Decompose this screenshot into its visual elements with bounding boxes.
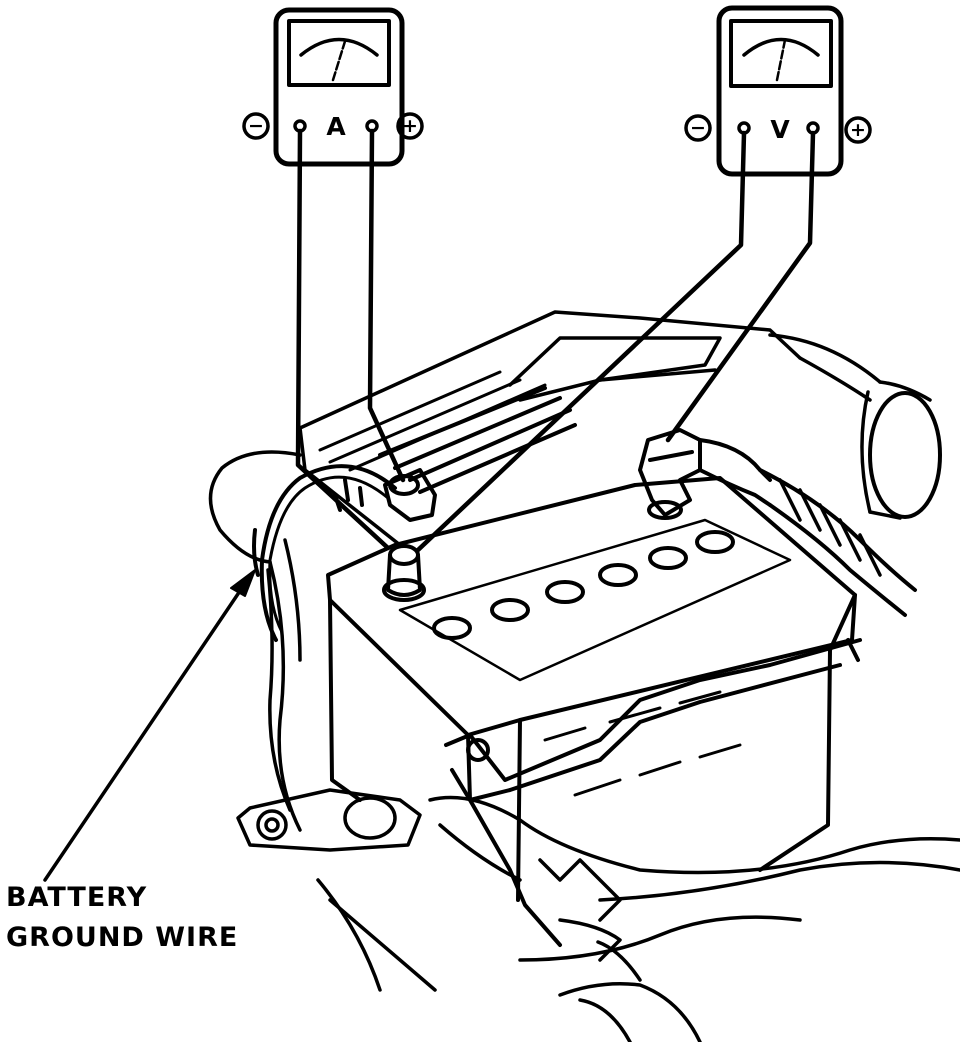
callout-line-1: BATTERY bbox=[6, 882, 148, 913]
voltmeter-plus-symbol bbox=[844, 116, 872, 144]
ammeter-minus-symbol bbox=[242, 112, 270, 140]
cell-cap bbox=[695, 530, 735, 554]
hold-down-bar bbox=[444, 638, 862, 782]
cell-cap bbox=[598, 563, 638, 587]
tray-stud bbox=[343, 796, 397, 840]
ammeter-label: A bbox=[326, 112, 346, 141]
ammeter-test-leads bbox=[295, 128, 406, 551]
arrowhead-icon bbox=[230, 569, 256, 597]
voltmeter-label: V bbox=[770, 115, 790, 144]
ammeter-needle bbox=[331, 36, 348, 82]
battery-top bbox=[326, 476, 857, 737]
voltmeter-minus-symbol bbox=[684, 114, 712, 142]
battery bbox=[326, 428, 917, 947]
engine-bay bbox=[208, 310, 960, 1042]
voltmeter-scale-arc bbox=[742, 37, 820, 57]
voltmeter-needle bbox=[775, 38, 787, 82]
voltmeter-minus-label: − bbox=[690, 117, 706, 139]
voltmeter-dial bbox=[729, 19, 833, 88]
ammeter-minus-label: − bbox=[248, 115, 264, 137]
battery-ground-wire-callout: BATTERY GROUND WIRE bbox=[6, 878, 238, 958]
tray-bolt bbox=[256, 809, 288, 841]
voltmeter-body bbox=[716, 5, 844, 177]
ammeter-negative-lead bbox=[295, 128, 391, 551]
cell-cap bbox=[432, 616, 472, 640]
ammeter bbox=[242, 7, 424, 167]
voltmeter bbox=[684, 5, 872, 177]
callout-leader bbox=[43, 569, 256, 882]
battery-front-face bbox=[466, 733, 562, 947]
cell-cap bbox=[545, 580, 585, 604]
air-intake-opening bbox=[868, 391, 942, 519]
ammeter-dial bbox=[287, 19, 391, 87]
battery-ground-wire bbox=[252, 464, 397, 642]
voltmeter-plus-label: + bbox=[850, 119, 866, 141]
hold-down-bolt bbox=[466, 738, 490, 762]
voltmeter-test-leads bbox=[415, 130, 816, 553]
ammeter-body bbox=[273, 7, 405, 167]
ammeter-plus-label: + bbox=[402, 115, 418, 137]
cell-cap bbox=[490, 598, 530, 622]
callout-line-2: GROUND WIRE bbox=[6, 922, 239, 953]
negative-post-top bbox=[388, 544, 420, 566]
voltmeter-negative-lead bbox=[415, 130, 747, 553]
ammeter-plus-symbol bbox=[396, 112, 424, 140]
ammeter-positive-lead bbox=[367, 128, 406, 483]
negative-clamp bbox=[383, 468, 437, 522]
ammeter-scale-arc bbox=[299, 37, 379, 57]
cell-cap bbox=[648, 546, 688, 570]
positive-terminal-clamp bbox=[638, 428, 702, 517]
voltmeter-positive-lead bbox=[665, 130, 816, 443]
battery-tray-plate bbox=[236, 788, 422, 852]
